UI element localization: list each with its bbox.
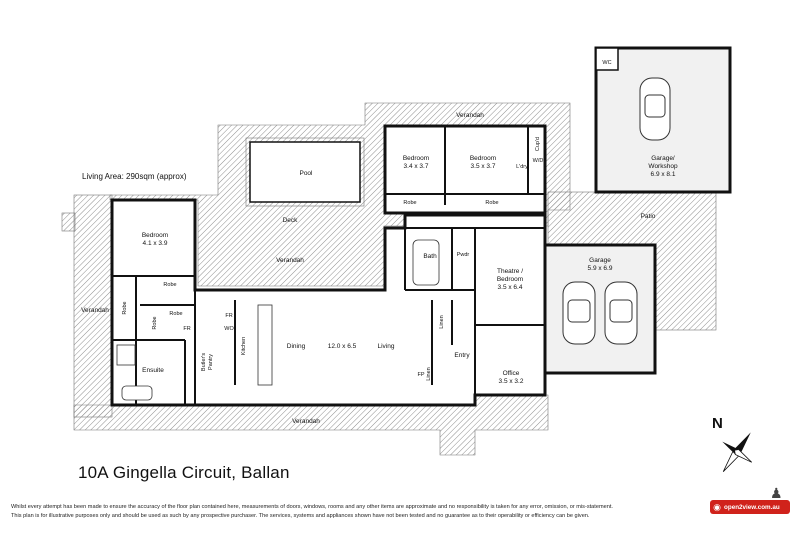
office-label: Office xyxy=(503,370,520,377)
north-label: N xyxy=(712,415,723,432)
living-area-note: Living Area: 290sqm (approx) xyxy=(82,172,187,181)
fixtures xyxy=(116,239,440,401)
left-verandah xyxy=(73,194,113,418)
brand-logo[interactable]: ◉ open2view.com.au xyxy=(710,500,790,514)
verandah-left-label: Verandah xyxy=(81,307,109,314)
pool-label: Pool xyxy=(299,170,313,177)
brand-name: open2view.com.au xyxy=(724,503,780,511)
robe-label: Robe xyxy=(122,301,128,314)
laundry-label: L'dry xyxy=(516,164,528,170)
theatre-dim: 3.5 x 6.4 xyxy=(498,284,523,291)
verandah-mid-label: Verandah xyxy=(276,257,304,264)
verandah-top-label: Verandah xyxy=(456,112,484,119)
person-icon: ♟ xyxy=(770,485,783,501)
north-arrow-icon xyxy=(722,432,753,472)
camera-icon: ◉ xyxy=(713,501,721,512)
living-dining-dim: 12.0 x 6.5 xyxy=(328,343,357,350)
car-icon xyxy=(604,281,638,345)
living-label: Living xyxy=(378,343,395,350)
robe-label: Robe xyxy=(163,282,176,288)
kitchen-label: Kitchen xyxy=(241,337,247,355)
garage-label: Garage xyxy=(589,257,611,264)
bedroom2-dim: 3.5 x 3.7 xyxy=(471,163,496,170)
butlers-pantry-label: Butler's xyxy=(201,353,207,371)
wc-room xyxy=(595,47,619,71)
garage-workshop-label: Garage/ xyxy=(651,155,675,162)
property-address: 10A Gingella Circuit, Ballan xyxy=(78,463,290,482)
verandah-bottom-label: Verandah xyxy=(292,418,320,425)
ensuite-label: Ensuite xyxy=(142,367,164,374)
fridge-label: FR xyxy=(225,313,232,319)
patio-label: Patio xyxy=(641,213,656,220)
side-step xyxy=(61,212,76,232)
linen-label: Linen xyxy=(426,367,432,380)
ensuite-bath xyxy=(121,385,153,401)
cupboard-label: Cup'd xyxy=(535,137,541,151)
fireplace-label: FP xyxy=(417,372,424,378)
robe-label: Robe xyxy=(169,311,182,317)
car-icon xyxy=(639,77,671,141)
washer-dryer-label: W/D xyxy=(533,158,544,164)
pool xyxy=(249,141,361,203)
bedroom-wing xyxy=(383,124,547,215)
wall-oven-label: WO xyxy=(224,326,234,332)
entry-label: Entry xyxy=(454,352,470,359)
bedroom1-dim: 3.4 x 3.7 xyxy=(404,163,429,170)
garage-workshop-label: Workshop xyxy=(648,163,678,170)
disclaimer: Whilst every attempt has been made to en… xyxy=(11,503,711,521)
kitchen-island xyxy=(257,304,273,386)
bath-tub xyxy=(412,239,440,286)
robe-label: Robe xyxy=(403,200,416,206)
interior-walls xyxy=(112,126,545,405)
linen-label: Linen xyxy=(439,315,445,328)
master-bedroom-dim: 4.1 x 3.9 xyxy=(143,240,168,247)
bedroom1-label: Bedroom xyxy=(403,155,429,162)
theatre-label: Bedroom xyxy=(497,276,523,283)
deck-label: Deck xyxy=(283,217,299,224)
office-dim: 3.5 x 3.2 xyxy=(499,378,524,385)
fridge-label: FR xyxy=(183,326,190,332)
garage-dim: 5.9 x 6.9 xyxy=(588,265,613,272)
robe-label: Robe xyxy=(152,316,158,329)
shower xyxy=(116,344,136,366)
powder-label: Pwdr xyxy=(457,252,470,258)
room-labels: Pool Deck Verandah Verandah Verandah Ver… xyxy=(81,60,678,425)
dining-label: Dining xyxy=(287,343,306,350)
bedroom2-label: Bedroom xyxy=(470,155,496,162)
wc-label: WC xyxy=(602,60,611,66)
theatre-label: Theatre / xyxy=(497,268,523,275)
butlers-pantry-label: Pantry xyxy=(208,354,214,370)
car-icon xyxy=(562,281,596,345)
garage-workshop-dim: 6.9 x 8.1 xyxy=(651,171,676,178)
cars xyxy=(562,77,671,345)
bath-label: Bath xyxy=(423,253,437,260)
master-bedroom-label: Bedroom xyxy=(142,232,168,239)
disclaimer-line: Whilst every attempt has been made to en… xyxy=(11,504,613,510)
disclaimer-line: This plan is for illustrative purposes o… xyxy=(11,513,590,519)
robe-label: Robe xyxy=(485,200,498,206)
